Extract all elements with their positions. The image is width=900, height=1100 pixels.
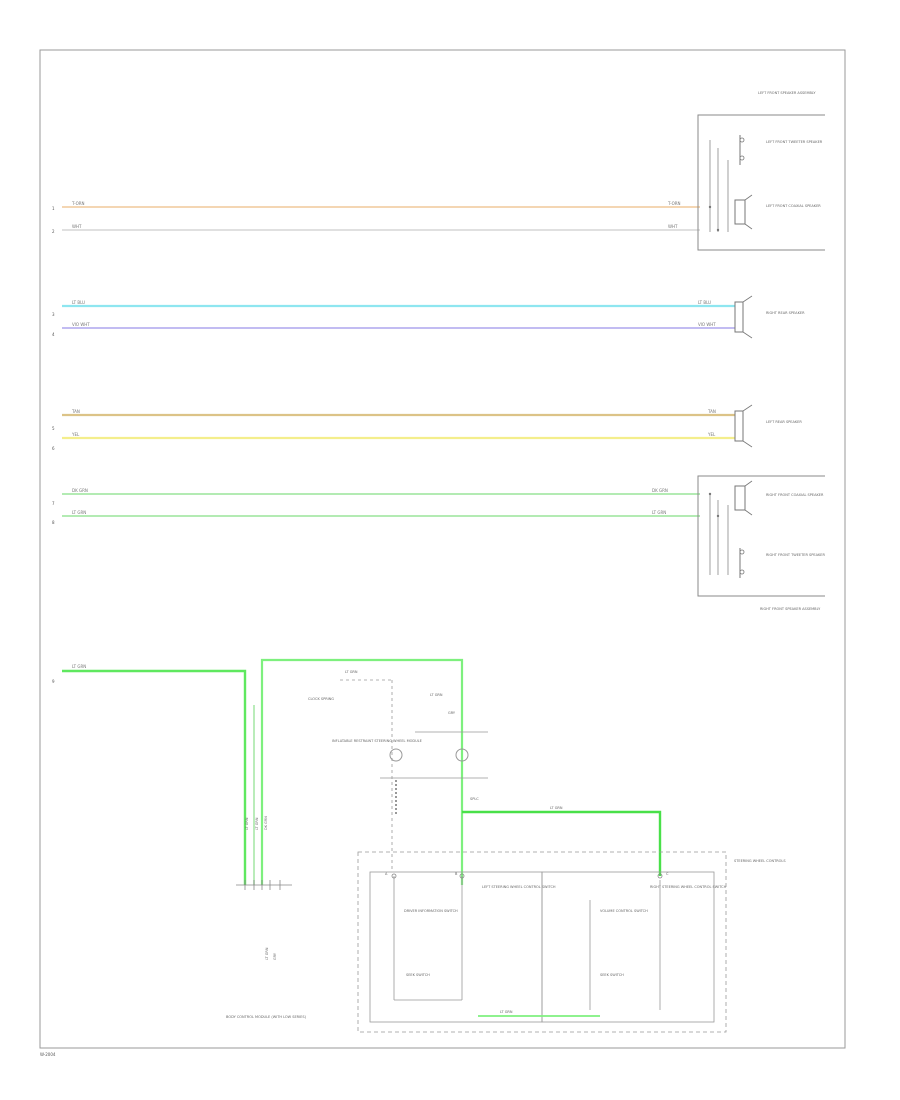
speaker-label: RIGHT FRONT COAXIAL SPEAKER xyxy=(766,493,824,497)
speaker-label: RIGHT REAR SPEAKER xyxy=(766,311,805,315)
wire-lt-grn-branch xyxy=(462,810,662,876)
right-front-speaker-assembly: RIGHT FRONT SPEAKER ASSEMBLY RIGHT FRONT… xyxy=(697,475,825,611)
pin-letter: B xyxy=(455,872,458,876)
wire-code: LT GRN xyxy=(72,510,86,515)
seek-label: SEEK SWITCH xyxy=(406,973,430,977)
assembly-title: RIGHT FRONT SPEAKER ASSEMBLY xyxy=(760,607,821,611)
pin-letter: A xyxy=(385,872,388,876)
wire-code: YEL xyxy=(707,432,716,437)
pin-label: 1 xyxy=(52,206,55,211)
pin-label: 3 xyxy=(52,312,55,317)
tweeter-label: RIGHT FRONT TWEETER SPEAKER xyxy=(766,553,825,557)
wire-code: LT GRN xyxy=(430,693,443,697)
speaker-label: LEFT FRONT COAXIAL SPEAKER xyxy=(766,204,821,208)
wire-code: TAN xyxy=(71,409,80,414)
pin-label: 2 xyxy=(52,229,55,234)
wire-code: LT GRN xyxy=(345,670,358,674)
pin-letter: C xyxy=(666,872,669,876)
wire-code: YEL xyxy=(71,432,80,437)
wire-code: DK GRN xyxy=(72,488,88,493)
airbag-label: INFLATABLE RESTRAINT STEERING WHEEL MODU… xyxy=(332,739,422,743)
wire-code: T-ORN xyxy=(667,201,681,206)
wire-code: TAN xyxy=(707,409,716,414)
switch-label: LEFT STEERING WHEEL CONTROL SWITCH xyxy=(482,885,556,889)
resistor-label: VOLUME CONTROL SWITCH xyxy=(600,909,648,913)
tweeter-label: LEFT FRONT TWEETER SPEAKER xyxy=(766,140,823,144)
wire-code: WHT xyxy=(668,224,678,229)
wire-lt-grn-main xyxy=(62,669,247,885)
wire-code: LT BLU xyxy=(72,300,85,305)
pin-label: 8 xyxy=(52,520,55,525)
bcm-label: BODY CONTROL MODULE (WITH LOW SERIES) xyxy=(226,1015,307,1019)
page-code: W-2004 xyxy=(40,1052,56,1057)
wire-code: LT GRN xyxy=(550,806,563,810)
pin-label: 9 xyxy=(52,679,55,684)
diagram-frame xyxy=(39,49,846,1049)
clock-spring-label: CLOCK SPRING xyxy=(308,697,334,701)
switch-label: RIGHT STEERING WHEEL CONTROL SWITCH xyxy=(650,885,727,889)
swc-label: STEERING WHEEL CONTROLS xyxy=(734,859,786,863)
wire-group xyxy=(62,206,735,517)
wire-code: GRY xyxy=(448,711,456,715)
wire-code: LT GRN xyxy=(255,817,259,830)
steering-control-circuit: LT GRN 9 LT GRN LT GRN DK GRN LT GRN GRY… xyxy=(52,658,786,1033)
wire-code: LT GRN xyxy=(72,664,86,669)
pin-label: 6 xyxy=(52,446,55,451)
seek-label: SEEK SWITCH xyxy=(600,973,624,977)
left-rear-speaker: LEFT REAR SPEAKER xyxy=(734,404,802,448)
wire-code: SPLC xyxy=(470,797,479,801)
wire-code: WHT xyxy=(72,224,82,229)
wire-code: LT GRN xyxy=(245,817,249,830)
right-wire-codes: T-ORN WHT LT BLU VIO WHT TAN YEL DK GRN … xyxy=(652,201,716,515)
wire-code: VIO WHT xyxy=(72,322,90,327)
bcm-connector-label: GRY xyxy=(273,952,277,960)
wire-code: LT BLU xyxy=(698,300,711,305)
left-front-speaker-assembly: LEFT FRONT SPEAKER ASSEMBLY LEFT FRONT T… xyxy=(697,91,825,251)
right-rear-speaker: RIGHT REAR SPEAKER xyxy=(734,295,805,339)
pin-label: 4 xyxy=(52,332,55,337)
wire-code: T-ORN xyxy=(71,201,85,206)
assembly-title: LEFT FRONT SPEAKER ASSEMBLY xyxy=(758,91,816,95)
wire-lt-grn-loop xyxy=(260,658,464,885)
left-pin-labels: 1 2 3 4 5 6 7 8 xyxy=(52,206,55,525)
bcm-connector-label: LT GRN xyxy=(265,947,269,960)
left-wire-codes: T-ORN WHT LT BLU VIO WHT TAN YEL DK GRN … xyxy=(71,201,90,515)
resistor-label: DRIVER INFORMATION SWITCH xyxy=(404,909,458,913)
wire-code: VIO WHT xyxy=(698,322,716,327)
pin-label: 5 xyxy=(52,426,55,431)
wire-code: DK GRN xyxy=(264,816,268,830)
wire-code: DK GRN xyxy=(652,488,668,493)
speaker-label: LEFT REAR SPEAKER xyxy=(766,420,802,424)
wire-code: LT GRN xyxy=(500,1010,513,1014)
pin-label: 7 xyxy=(52,501,55,506)
wire-code: LT GRN xyxy=(652,510,666,515)
